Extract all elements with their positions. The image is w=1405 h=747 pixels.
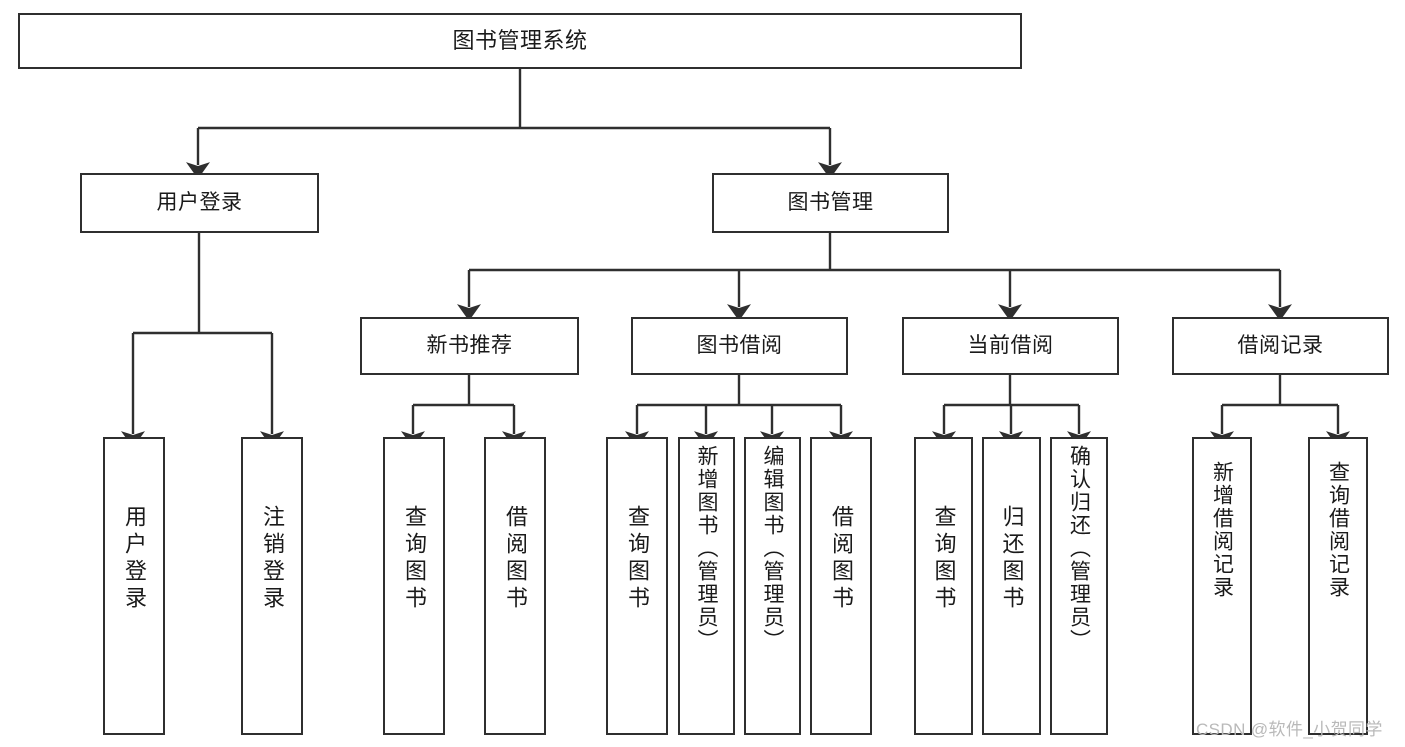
leaf-query-borrow-record[interactable]: 查询借阅记录 [1308,437,1368,735]
node-label: 借阅图书 [503,505,528,613]
node-label: 新增图书（管理员） [695,445,718,652]
node-label: 当前借阅 [967,334,1054,358]
node-label: 查询图书 [625,505,650,613]
leaf-borrow-book-recommend[interactable]: 借阅图书 [484,437,546,735]
node-label: 新书推荐 [426,334,513,358]
leaf-query-book-borrow[interactable]: 查询图书 [606,437,668,735]
leaf-user-login[interactable]: 用户登录 [103,437,165,735]
node-user-login[interactable]: 用户登录 [80,173,319,233]
node-label: 确认归还（管理员） [1067,445,1091,652]
leaf-return-book[interactable]: 归还图书 [982,437,1041,735]
csdn-watermark: CSDN @软件_小贺同学 [1196,720,1383,739]
leaf-logout[interactable]: 注销登录 [241,437,303,735]
node-label: 借阅图书 [829,505,854,613]
node-label: 用户登录 [156,191,243,215]
node-book-borrow[interactable]: 图书借阅 [631,317,848,375]
node-label: 用户登录 [122,505,147,613]
node-label: 新增借阅记录 [1210,461,1234,599]
node-label: 图书管理 [787,191,874,215]
node-label: 查询图书 [402,505,427,613]
leaf-borrow-book[interactable]: 借阅图书 [810,437,872,735]
node-new-book-recommend[interactable]: 新书推荐 [360,317,579,375]
node-label: 图书借阅 [696,334,783,358]
node-label: 注销登录 [260,505,285,613]
node-label: 图书管理系统 [452,27,588,53]
leaf-query-book-recommend[interactable]: 查询图书 [383,437,445,735]
leaf-confirm-return-admin[interactable]: 确认归还（管理员） [1050,437,1108,735]
node-label: 借阅记录 [1237,334,1324,358]
leaf-add-book-admin[interactable]: 新增图书（管理员） [678,437,735,735]
node-borrow-record[interactable]: 借阅记录 [1172,317,1389,375]
node-label: 归还图书 [999,505,1025,613]
node-root-book-management-system[interactable]: 图书管理系统 [18,13,1022,69]
node-label: 查询图书 [931,505,957,613]
node-current-borrow[interactable]: 当前借阅 [902,317,1119,375]
leaf-query-book-current[interactable]: 查询图书 [914,437,973,735]
node-label: 查询借阅记录 [1326,461,1350,599]
node-book-management[interactable]: 图书管理 [712,173,949,233]
leaf-add-borrow-record[interactable]: 新增借阅记录 [1192,437,1252,735]
leaf-edit-book-admin[interactable]: 编辑图书（管理员） [744,437,801,735]
node-label: 编辑图书（管理员） [761,445,784,652]
